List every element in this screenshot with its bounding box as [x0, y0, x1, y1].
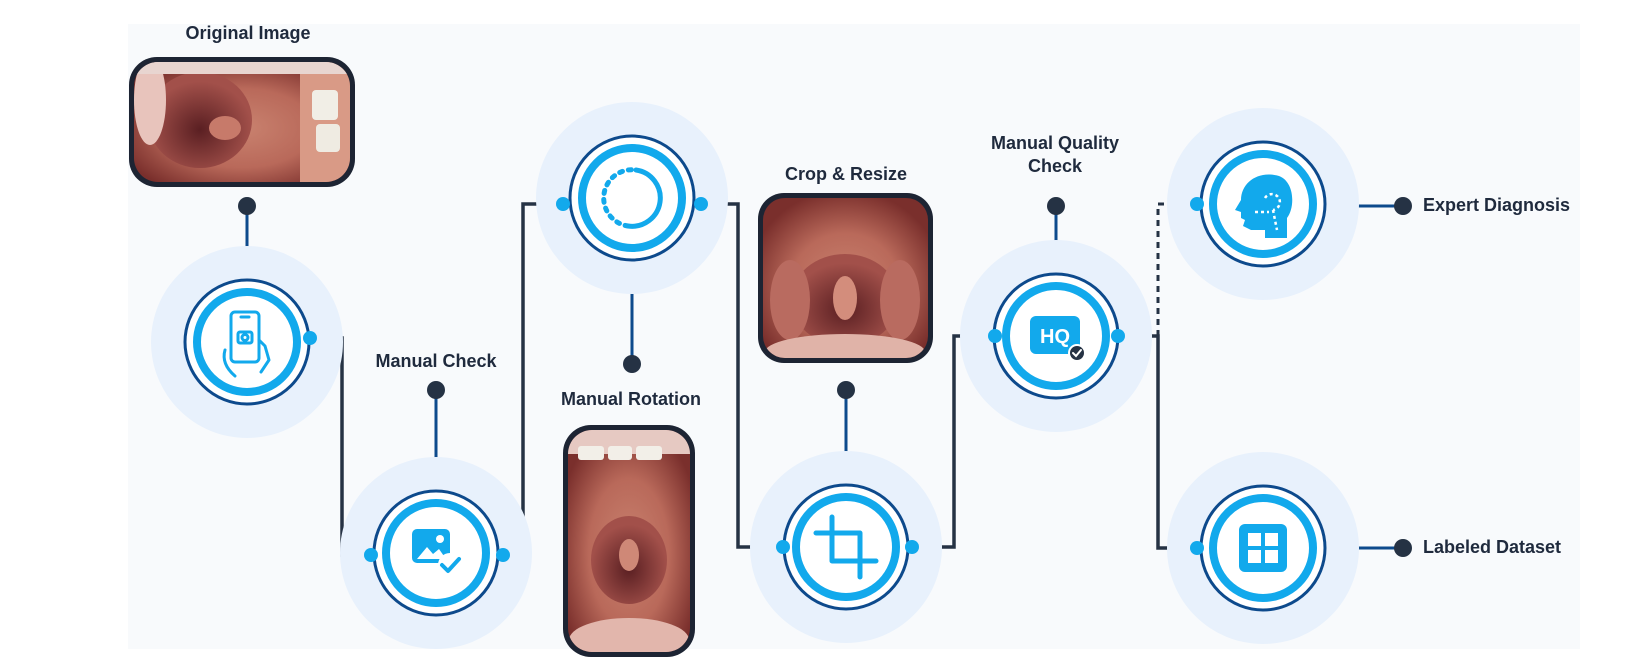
label-manual-check: Manual Check [375, 351, 497, 371]
node-diagnosis [1167, 108, 1359, 300]
node-manual-check [340, 457, 532, 649]
port-left [1190, 197, 1204, 211]
stem-dots [238, 197, 1412, 557]
dot-original [238, 197, 256, 215]
dot-rotation [623, 355, 641, 373]
node-crop [750, 451, 942, 643]
dot-dataset [1394, 539, 1412, 557]
dot-quality [1047, 197, 1065, 215]
port-right [905, 540, 919, 554]
port-right [496, 548, 510, 562]
label-labeled-dataset: Labeled Dataset [1423, 537, 1562, 557]
label-manual-quality-check: Manual Quality Check [991, 133, 1119, 177]
port-right [1111, 329, 1125, 343]
label-crop-resize: Crop & Resize [784, 164, 908, 184]
node-dataset [1167, 452, 1359, 644]
svg-text:HQ: HQ [1040, 326, 1070, 348]
grid-icon [1239, 524, 1287, 572]
label-manual-quality-line2: Check [1027, 156, 1083, 176]
hq-badge-icon: HQ [1030, 316, 1086, 362]
dot-diagnosis [1394, 197, 1412, 215]
port-left [364, 548, 378, 562]
label-expert-diagnosis: Expert Diagnosis [1423, 195, 1571, 215]
rotate-circle-icon [601, 167, 663, 229]
node-quality: HQ [960, 240, 1152, 432]
image-check-icon [412, 529, 462, 577]
smartphone-camera-icon [222, 310, 271, 378]
mouth-photo-rotated [563, 425, 695, 657]
dot-crop [837, 381, 855, 399]
node-accent-ring [578, 144, 686, 252]
mouth-photo-cropped [758, 193, 933, 363]
mouth-photo-original [129, 57, 355, 187]
port-right [303, 331, 317, 345]
dot-manual-check [427, 381, 445, 399]
port-left [1190, 541, 1204, 555]
port-left [776, 540, 790, 554]
label-manual-rotation: Manual Rotation [561, 389, 701, 409]
node-capture [151, 246, 343, 438]
port-left [556, 197, 570, 211]
crop-icon [813, 514, 879, 580]
label-manual-quality-line1: Manual Quality [990, 133, 1120, 153]
head-profile-icon [1235, 174, 1293, 238]
node-rotation [536, 102, 728, 294]
node-accent-ring [792, 493, 900, 601]
label-original-image: Original Image [185, 23, 311, 43]
port-right [694, 197, 708, 211]
port-left [988, 329, 1002, 343]
